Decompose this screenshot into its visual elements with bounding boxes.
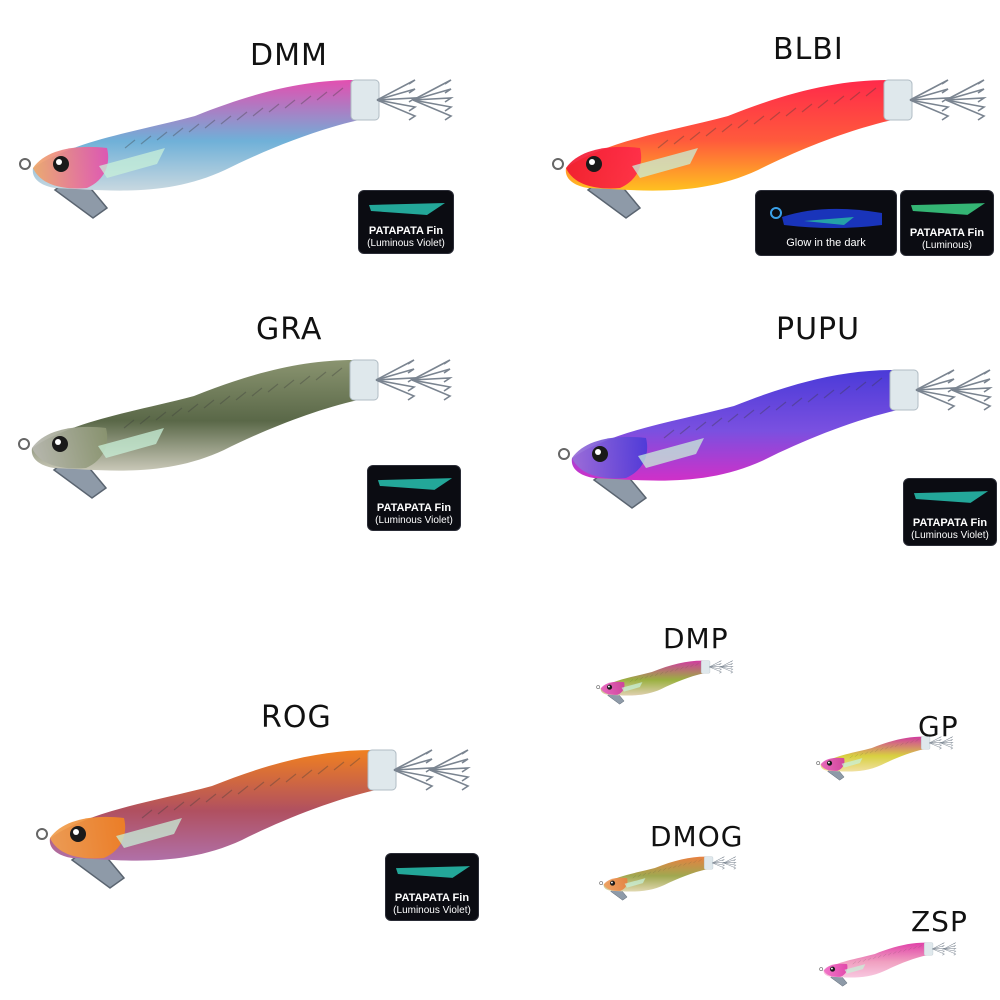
lure-label-pupu: PUPU [776,312,861,347]
fin-badge-title: PATAPATA Fin [912,517,988,529]
fin-badge-title: PATAPATA Fin [376,502,452,514]
lure-label-dmog: DMOG [650,820,744,853]
fin-badge-title: PATAPATA Fin [394,892,470,904]
lure-label-dmp: DMP [663,622,729,655]
lure-label-dmm: DMM [250,38,328,73]
glow-badge-text: Glow in the dark [786,237,866,249]
lure-label-rog: ROG [261,700,332,735]
glow-badge-blbi: Glow in the dark [755,190,897,256]
lure-label-blbi: BLBI [773,32,844,67]
glow-lure-icon [770,207,882,228]
fin-badge-gra: PATAPATA Fin (Luminous Violet) [367,465,461,531]
lure-image-dmp [596,660,734,705]
fin-badge-title: PATAPATA Fin [368,225,444,237]
lure-image-gra [18,359,453,499]
lure-image-zsp [819,942,957,987]
fin-badge-sub: (Luminous Violet) [911,530,989,541]
lure-image-pupu [558,369,993,509]
fin-badge-sub: (Luminous Violet) [367,238,445,249]
fin-icon [910,203,986,215]
fin-icon [395,866,471,878]
lure-label-zsp: ZSP [911,905,968,938]
fin-icon [369,203,445,215]
lure-image-rog [36,749,471,889]
lure-image-dmog [599,856,737,901]
fin-icon [377,478,453,490]
fin-badge-sub: (Luminous Violet) [393,905,471,916]
lure-image-gp [816,736,954,781]
fin-badge-blbi: PATAPATA Fin (Luminous) [900,190,994,256]
fin-badge-rog: PATAPATA Fin (Luminous Violet) [385,853,479,921]
lure-image-blbi [552,79,987,219]
fin-icon [913,491,989,503]
fin-badge-sub: (Luminous Violet) [375,515,453,526]
fin-badge-pupu: PATAPATA Fin (Luminous Violet) [903,478,997,546]
lure-image-dmm [19,79,454,219]
fin-badge-sub: (Luminous) [921,240,973,251]
fin-badge-dmm: PATAPATA Fin (Luminous Violet) [358,190,454,254]
lure-label-gra: GRA [256,312,323,347]
fin-badge-title: PATAPATA Fin [909,227,985,239]
